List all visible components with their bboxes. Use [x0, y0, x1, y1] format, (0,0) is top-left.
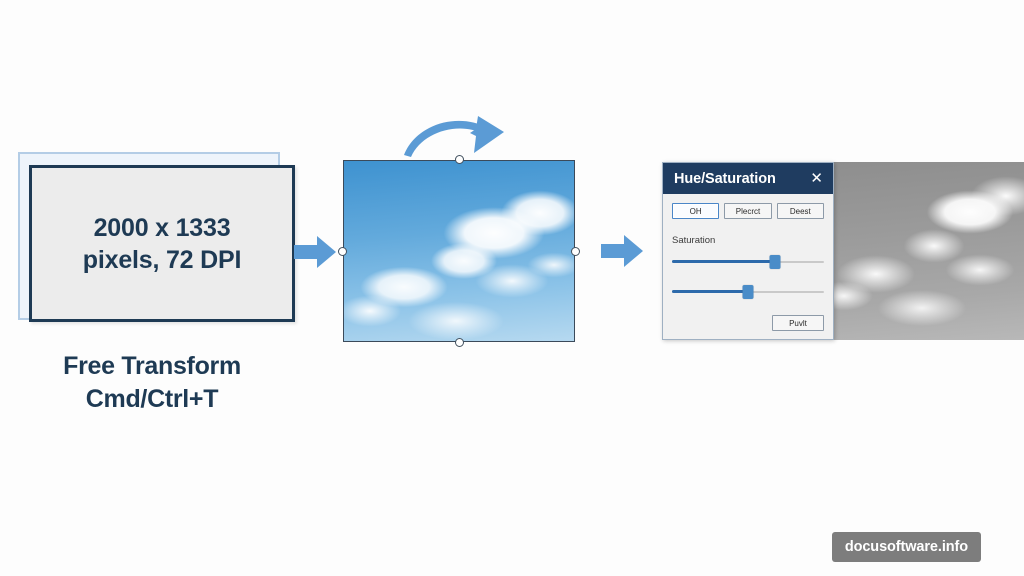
source-image-card: 2000 x 1333 pixels, 72 DPI: [18, 152, 295, 322]
close-icon[interactable]: ✕: [810, 170, 823, 187]
source-inner-card: 2000 x 1333 pixels, 72 DPI: [29, 165, 295, 322]
dialog-button-row: OH Plecrct Deest: [672, 203, 824, 219]
flow-arrow-2: [599, 231, 645, 271]
hue-slider-row[interactable]: [672, 255, 824, 269]
sky-clouds-image: [343, 160, 575, 342]
flow-arrow-1: [292, 232, 338, 272]
dialog-body: OH Plecrct Deest Saturation Puvlt: [663, 194, 833, 339]
saturation-slider-fill: [672, 290, 748, 293]
transform-handle-bottom-center[interactable]: [454, 338, 464, 347]
source-dimensions-label: 2000 x 1333 pixels, 72 DPI: [82, 213, 242, 274]
dialog-button-oh[interactable]: OH: [672, 203, 720, 219]
result-panel: Hue/Saturation ✕ OH Plecrct Deest Satura…: [662, 162, 1024, 340]
saturation-slider-thumb[interactable]: [742, 285, 754, 299]
right-arrow-icon: [601, 235, 643, 267]
transform-handle-top-center[interactable]: [454, 155, 464, 164]
transform-canvas[interactable]: [338, 155, 580, 347]
hue-saturation-dialog[interactable]: Hue/Saturation ✕ OH Plecrct Deest Satura…: [662, 162, 834, 340]
hue-slider-fill: [672, 260, 776, 263]
curved-rotate-arrow-icon: [404, 116, 504, 157]
dialog-title: Hue/Saturation: [674, 170, 776, 187]
dialog-footer: Puvlt: [672, 315, 824, 331]
transform-handle-middle-right[interactable]: [571, 246, 580, 256]
reset-button[interactable]: Puvlt: [772, 315, 824, 331]
free-transform-caption: Free Transform Cmd/Ctrl+T: [63, 352, 241, 413]
rotate-arrow-icon: [400, 108, 520, 160]
grayscale-clouds-image: [830, 162, 1024, 340]
dialog-button-preset[interactable]: Plecrct: [724, 203, 772, 219]
hue-slider-thumb[interactable]: [769, 255, 781, 269]
saturation-slider-row[interactable]: [672, 285, 824, 299]
dialog-button-deest[interactable]: Deest: [776, 203, 824, 219]
saturation-label: Saturation: [672, 235, 716, 246]
watermark: docusoftware.info: [831, 532, 981, 562]
transform-handle-middle-left[interactable]: [338, 246, 347, 256]
right-arrow-icon: [294, 236, 336, 268]
dialog-titlebar[interactable]: Hue/Saturation ✕: [663, 163, 833, 194]
